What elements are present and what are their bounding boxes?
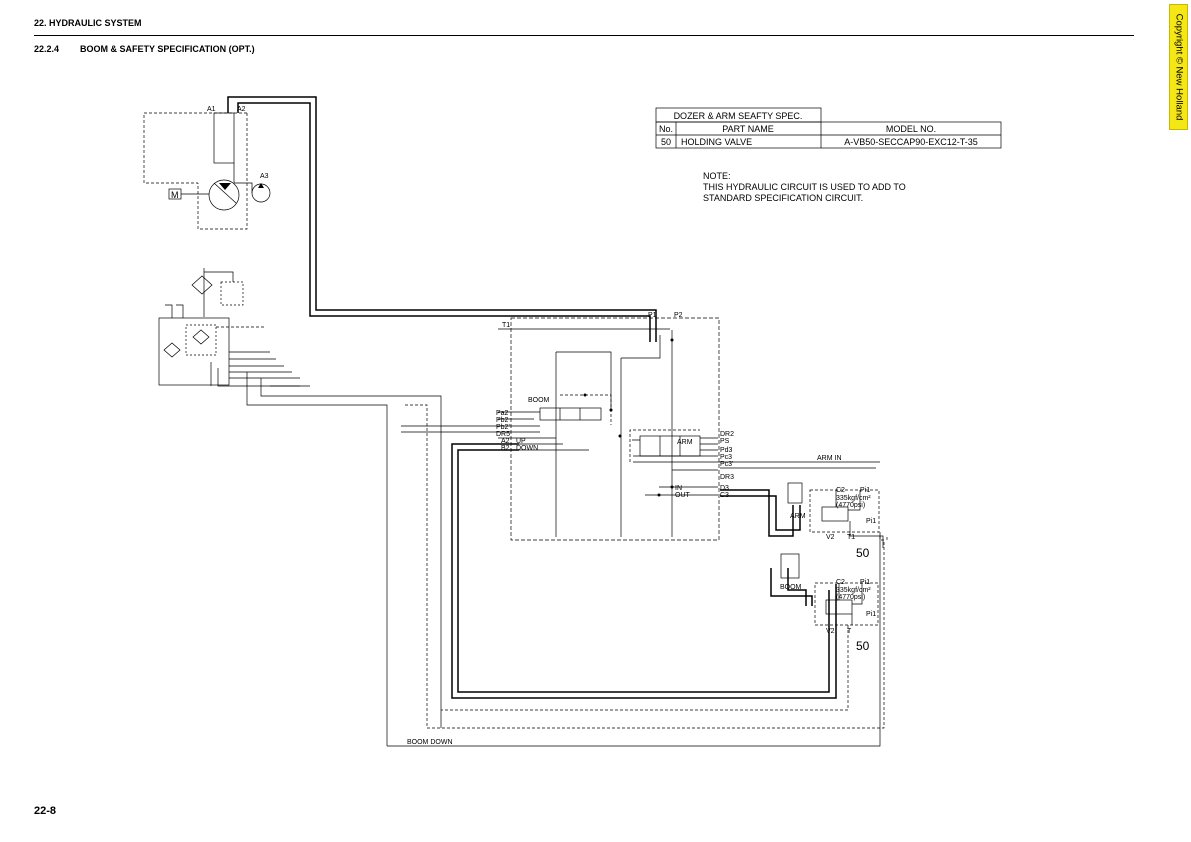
table-title: DOZER & ARM SEAFTY SPEC. xyxy=(674,111,803,121)
subsection-title: BOOM & SAFETY SPECIFICATION (OPT.) xyxy=(80,44,255,54)
label-boom-down: BOOM DOWN xyxy=(407,739,453,746)
label-dr3: DR3 xyxy=(720,474,734,481)
holding-valve-2 xyxy=(814,582,879,626)
table-cell-no: 50 xyxy=(661,137,671,147)
pilot-return-lines xyxy=(403,404,888,729)
hv1-pressure1: 335kgf/cm² xyxy=(836,495,871,502)
boom-down-line xyxy=(387,532,881,747)
hv1-c2: C2 xyxy=(836,487,845,494)
label-out: OUT xyxy=(675,492,691,499)
label-a3: A3 xyxy=(260,173,269,180)
spec-table: DOZER & ARM SEAFTY SPEC. No. PART NAME M… xyxy=(655,107,1002,149)
hv1-pi1: Pi1 xyxy=(860,487,870,494)
label-pb2: Pb2 xyxy=(496,417,509,424)
page-number: 22-8 xyxy=(34,805,57,817)
table-header-part: PART NAME xyxy=(722,124,774,134)
hv2-pressure2: (4770psi) xyxy=(836,594,865,601)
label-a2: A2 xyxy=(501,438,510,445)
table-header-no: No. xyxy=(659,124,673,134)
label-motor: M xyxy=(171,190,179,200)
note-label: NOTE: xyxy=(703,171,731,181)
hv1-pi1b: Pi1 xyxy=(866,518,876,525)
label-b2: B2 xyxy=(501,445,510,452)
label-d3: D3 xyxy=(720,485,729,492)
note-line-1: THIS HYDRAULIC CIRCUIT IS USED TO ADD TO xyxy=(703,182,906,192)
label-a1: A1 xyxy=(207,106,216,113)
hv2-pi1b: Pi1 xyxy=(866,611,876,618)
label-up: UP xyxy=(516,438,526,445)
arm-cylinder xyxy=(787,482,803,504)
label-boom-section: BOOM xyxy=(528,397,550,404)
hv1-t: T1 xyxy=(847,534,855,541)
label-pb2b: Pb2' xyxy=(496,424,510,431)
label-ps: PS xyxy=(720,438,730,445)
hv2-c2: C2 xyxy=(836,579,845,586)
section-title: 22. HYDRAULIC SYSTEM xyxy=(34,18,142,28)
label-pc3b: Pc3' xyxy=(720,461,733,468)
table-cell-model: A-VB50-SECCAP90-EXC12-T-35 xyxy=(844,137,978,147)
label-a2-pump: A2 xyxy=(237,106,246,113)
hv1-pressure2: (4770psi) xyxy=(836,502,865,509)
table-header-model: MODEL NO. xyxy=(886,124,936,134)
hv2-pressure1: 335kgf/cm² xyxy=(836,587,871,594)
hv2-cyl: BOOM xyxy=(780,584,802,591)
copyright-tab: Copyright © New Holland xyxy=(1169,4,1188,130)
label-dr5: DR5 xyxy=(496,431,510,438)
hv1-cyl: ARM xyxy=(790,513,806,520)
label-t1: T1 xyxy=(502,322,510,329)
boom-cylinder xyxy=(780,553,800,579)
label-arm-section: ARM xyxy=(677,439,693,446)
boom-main-lines xyxy=(451,443,837,699)
label-in: IN xyxy=(675,485,682,492)
hv1-v2: V2 xyxy=(826,534,835,541)
holding-valve-1 xyxy=(809,489,884,548)
hv2-t: T xyxy=(847,628,852,635)
pump-output-lines xyxy=(227,96,657,342)
header-rule xyxy=(34,35,1134,36)
label-p2: P2 xyxy=(674,312,683,319)
label-dr2: DR2 xyxy=(720,431,734,438)
note-line-2: STANDARD SPECIFICATION CIRCUIT. xyxy=(703,193,863,203)
label-pc3: Pc3 xyxy=(720,454,732,461)
label-pd3: Pd3 xyxy=(720,447,733,454)
pilot-filter-section xyxy=(158,268,442,746)
label-down: DOWN xyxy=(516,445,538,452)
label-arm-in: ARM IN xyxy=(817,455,842,462)
hv2-v2: V2 xyxy=(826,628,835,635)
hv1-num: 50 xyxy=(856,546,870,560)
table-cell-part: HOLDING VALVE xyxy=(681,137,752,147)
label-pa2: Pa2 xyxy=(496,410,509,417)
pump-unit xyxy=(143,112,271,230)
label-p1: P1 xyxy=(648,312,657,319)
hv2-num: 50 xyxy=(856,639,870,653)
control-valve-block xyxy=(401,317,880,541)
subsection-number: 22.2.4 xyxy=(34,44,60,54)
label-c3: C3 xyxy=(720,492,729,499)
hv2-pi1: Pi1 xyxy=(860,579,870,586)
